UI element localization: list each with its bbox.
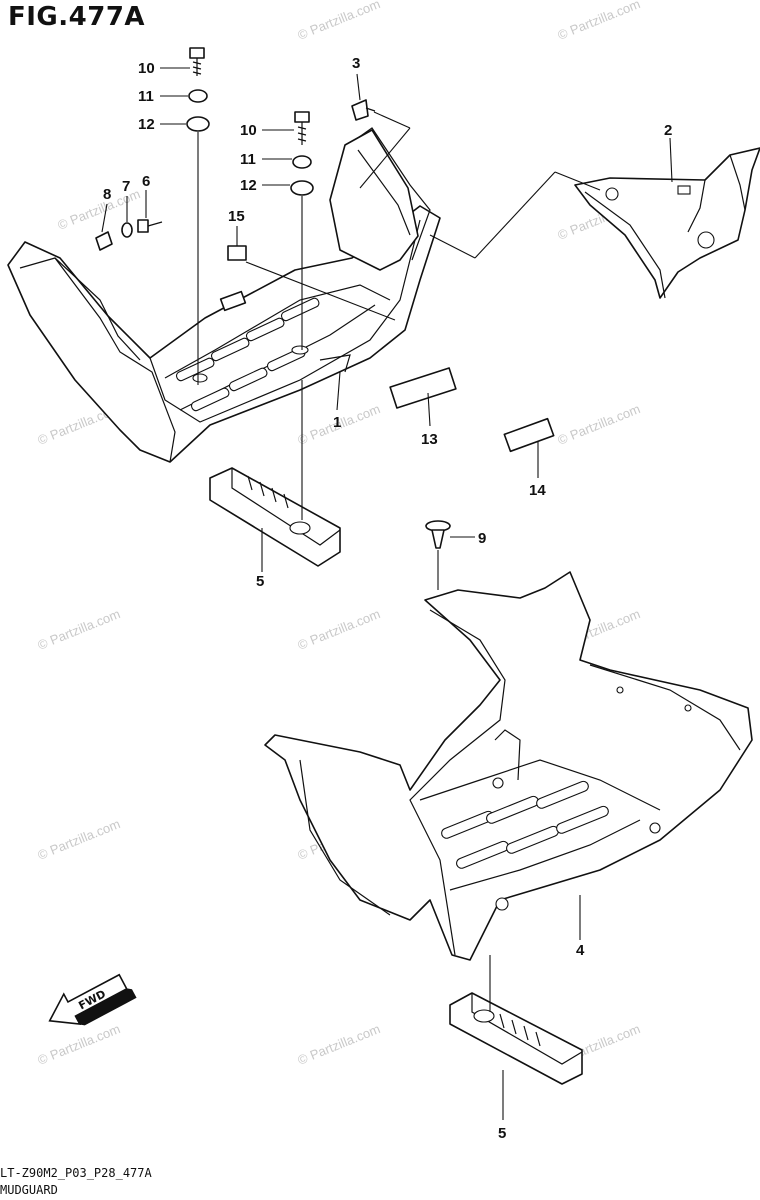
model-code: LT-Z90M2_P03_P28_477A: [0, 1166, 152, 1180]
mudguard-left: [264, 571, 753, 961]
clip-9: [425, 520, 451, 549]
watermark: © Partzilla.com: [36, 606, 123, 653]
collar-12-upper: [186, 116, 210, 132]
seal-13: [389, 367, 457, 409]
callout-11-upper: 11: [138, 88, 154, 105]
watermark: © Partzilla.com: [36, 816, 123, 863]
watermark: © Partzilla.com: [296, 606, 383, 653]
callout-3: 3: [352, 55, 360, 72]
callout-12-upper: 12: [138, 116, 155, 133]
guard-plate: [574, 147, 760, 299]
washer-7: [121, 222, 133, 238]
watermark: © Partzilla.com: [556, 0, 643, 43]
seal-14: [503, 417, 555, 453]
callout-5-lower: 5: [498, 1125, 506, 1142]
bolt-10-middle: [294, 111, 310, 145]
callout-10-upper: 10: [138, 60, 155, 77]
callout-14: 14: [529, 482, 546, 499]
figure-caption: MUDGUARD: [0, 1183, 58, 1197]
seal-15: [227, 245, 247, 261]
fwd-arrow-icon: FWD: [48, 973, 137, 1026]
callout-11-middle: 11: [240, 151, 256, 168]
grommet-8: [95, 231, 113, 251]
callout-8: 8: [103, 186, 111, 203]
nut-11-upper: [188, 89, 208, 103]
leader-lines: [101, 67, 673, 1120]
callout-numbers: 10 11 12 10 11 12 8 7 6 15 3 2 1 13 14 9…: [103, 55, 672, 1142]
figure-title: FIG.477A: [8, 2, 146, 32]
clip-3: [351, 99, 376, 121]
watermark: © Partzilla.com: [556, 401, 643, 448]
bolt-10-upper: [189, 47, 205, 76]
mudguard-right: [7, 127, 441, 463]
callout-15: 15: [228, 208, 245, 225]
callout-7: 7: [122, 178, 130, 195]
footrest-rubber-lower: [449, 992, 583, 1085]
callout-2: 2: [664, 122, 672, 139]
callout-13: 13: [421, 431, 438, 448]
callout-12-middle: 12: [240, 177, 257, 194]
callout-10-middle: 10: [240, 122, 257, 139]
callout-5-upper: 5: [256, 573, 264, 590]
callout-6: 6: [142, 173, 150, 190]
watermark: © Partzilla.com: [296, 1021, 383, 1068]
watermark: © Partzilla.com: [36, 1021, 123, 1068]
collar-12-middle: [290, 180, 314, 196]
footrest-rubber-upper: [209, 467, 341, 567]
callout-9: 9: [478, 530, 486, 547]
watermark: © Partzilla.com: [296, 0, 383, 43]
nut-11-middle: [292, 155, 312, 169]
callout-1: 1: [333, 414, 341, 431]
bolt-6: [137, 219, 163, 233]
callout-4: 4: [576, 942, 585, 959]
